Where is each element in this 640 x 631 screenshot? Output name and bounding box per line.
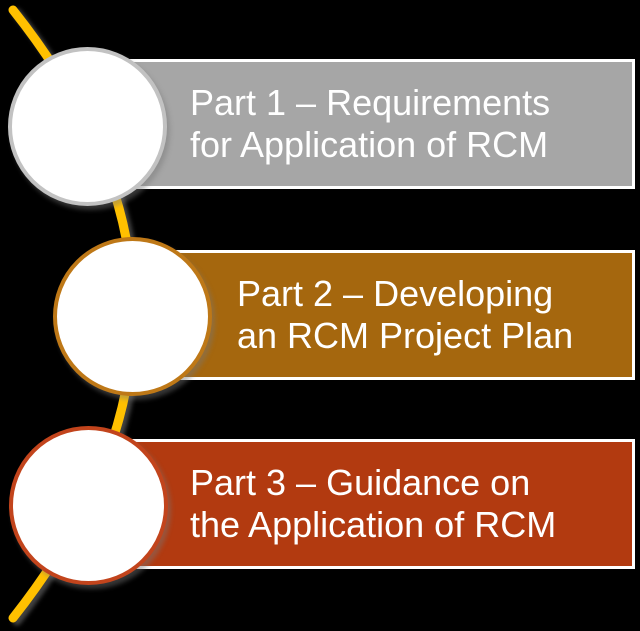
step-circle-part-1 [8,47,167,206]
step-label-part-1: Part 1 – Requirements for Application of… [88,82,632,166]
step-label-part-2-line-1: Part 2 – Developing [237,273,554,314]
step-label-part-3-line-2: the Application of RCM [190,504,557,545]
step-circle-part-2 [53,237,212,396]
step-label-part-2-line-2: an RCM Project Plan [237,315,574,356]
step-label-part-1-line-2: for Application of RCM [190,124,549,165]
step-bar-part-3: Part 3 – Guidance on the Application of … [87,439,635,569]
step-label-part-3: Part 3 – Guidance on the Application of … [90,462,632,546]
step-bar-part-1: Part 1 – Requirements for Application of… [85,59,635,189]
step-label-part-1-line-1: Part 1 – Requirements [190,82,551,123]
step-label-part-3-line-1: Part 3 – Guidance on [190,462,531,503]
step-label-part-2: Part 2 – Developing an RCM Project Plan [133,273,632,357]
step-circle-part-3 [9,426,168,585]
